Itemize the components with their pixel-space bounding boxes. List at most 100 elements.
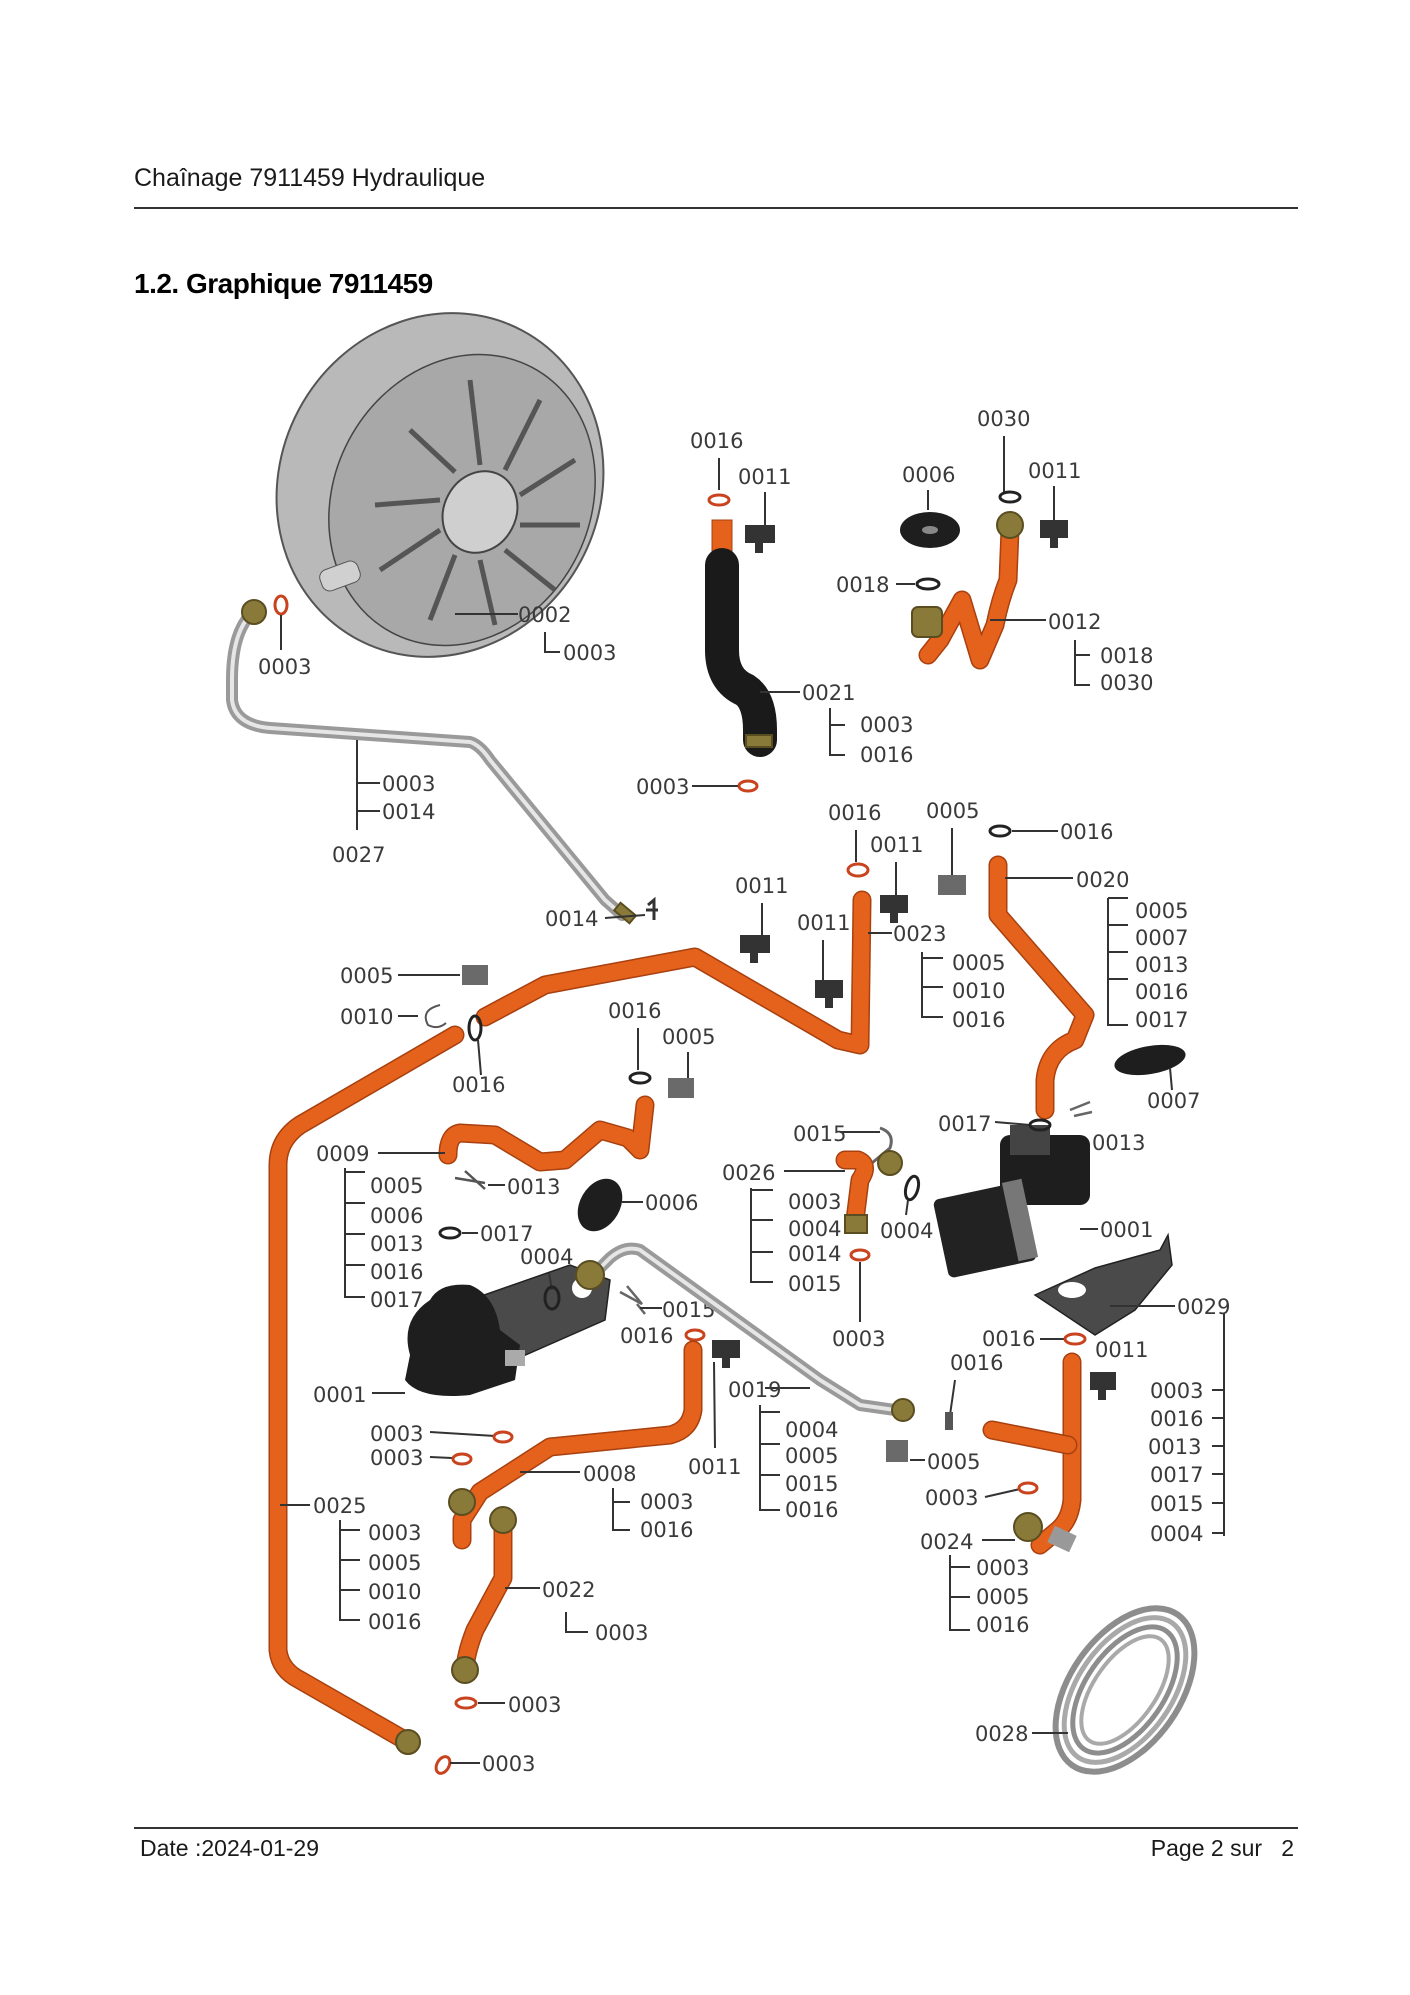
pipe-0020[interactable] xyxy=(988,855,1095,1120)
callout-0003[interactable]: 0003 xyxy=(258,655,311,679)
callout-0025-sub-0003[interactable]: 0003 xyxy=(368,1521,421,1545)
callout-0022-bottom-seal[interactable]: 0003 xyxy=(508,1693,561,1717)
callout-0023-sub-0016[interactable]: 0016 xyxy=(952,1008,1005,1032)
callout-0019-sub-0004[interactable]: 0004 xyxy=(785,1418,838,1442)
callout-pump-0013[interactable]: 0013 xyxy=(1092,1131,1145,1155)
callout-0002[interactable]: 0002 xyxy=(518,603,571,627)
callout-0001-left-seal[interactable]: 0004 xyxy=(520,1245,573,1269)
callout-0026-bottom-seal[interactable]: 0003 xyxy=(832,1327,885,1351)
callout-0024-clip[interactable]: 0011 xyxy=(1095,1338,1148,1362)
callout-0024-sub-0003[interactable]: 0003 xyxy=(976,1556,1029,1580)
callout-0020-sub-0007[interactable]: 0007 xyxy=(1135,926,1188,950)
callout-0023-top-seal[interactable]: 0016 xyxy=(828,801,881,825)
callout-0009-sub-0017[interactable]: 0017 xyxy=(370,1288,423,1312)
callout-0024-0005[interactable]: 0005 xyxy=(927,1450,980,1474)
callout-0024-sub-0005[interactable]: 0005 xyxy=(976,1585,1029,1609)
callout-0019[interactable]: 0019 xyxy=(728,1378,781,1402)
bracket-0029[interactable] xyxy=(1033,1232,1173,1336)
callout-0029-sub-0003[interactable]: 0003 xyxy=(1150,1379,1203,1403)
callout-0026-0015[interactable]: 0015 xyxy=(793,1122,846,1146)
pipe-0012[interactable] xyxy=(911,511,1024,670)
callout-0023-clip-0005[interactable]: 0005 xyxy=(926,799,979,823)
callout-0027-sub-0003[interactable]: 0003 xyxy=(382,772,435,796)
callout-0009-sub-0016[interactable]: 0016 xyxy=(370,1260,423,1284)
callout-0001-left-0016[interactable]: 0016 xyxy=(620,1324,673,1348)
callout-0001-left-seal-a[interactable]: 0003 xyxy=(370,1422,423,1446)
callout-0009-sub-0006[interactable]: 0006 xyxy=(370,1204,423,1228)
coil-0028[interactable] xyxy=(1027,1583,1223,1797)
callout-0018[interactable]: 0018 xyxy=(836,573,889,597)
callout-0007[interactable]: 0007 xyxy=(1147,1089,1200,1113)
callout-0020-sub-0005[interactable]: 0005 xyxy=(1135,899,1188,923)
flexible-hose-0027[interactable] xyxy=(226,599,638,925)
callout-joint-0010[interactable]: 0010 xyxy=(340,1005,393,1029)
callout-0019-sub-0005[interactable]: 0005 xyxy=(785,1444,838,1468)
callout-0026-seal[interactable]: 0004 xyxy=(880,1219,933,1243)
callout-pump-0001[interactable]: 0001 xyxy=(1100,1218,1153,1242)
callout-0023[interactable]: 0023 xyxy=(893,922,946,946)
callout-0026-sub-0003[interactable]: 0003 xyxy=(788,1190,841,1214)
callout-0021-sub-0016[interactable]: 0016 xyxy=(860,743,913,767)
callout-0002-sub-0003[interactable]: 0003 xyxy=(563,641,616,665)
valve-block-left[interactable] xyxy=(405,1264,611,1396)
callout-0019-sub-0016[interactable]: 0016 xyxy=(785,1498,838,1522)
callout-0020-top-seal[interactable]: 0016 xyxy=(1060,820,1113,844)
callout-0021-top-seal[interactable]: 0016 xyxy=(690,429,743,453)
callout-0026-sub-0014[interactable]: 0014 xyxy=(788,1242,841,1266)
callout-0024-sub-0016[interactable]: 0016 xyxy=(976,1613,1029,1637)
callout-0008-clip[interactable]: 0011 xyxy=(688,1455,741,1479)
callout-0009-top-seal[interactable]: 0016 xyxy=(608,999,661,1023)
callout-0026-sub-0004[interactable]: 0004 xyxy=(788,1217,841,1241)
callout-0024-seal[interactable]: 0003 xyxy=(925,1486,978,1510)
callout-0009-0013[interactable]: 0013 xyxy=(507,1175,560,1199)
callout-0001-left[interactable]: 0001 xyxy=(313,1383,366,1407)
callout-0009-0006[interactable]: 0006 xyxy=(645,1191,698,1215)
callout-0027-sub-0014[interactable]: 0014 xyxy=(382,800,435,824)
callout-0024[interactable]: 0024 xyxy=(920,1530,973,1554)
callout-0008[interactable]: 0008 xyxy=(583,1462,636,1486)
callout-0029-sub-0015[interactable]: 0015 xyxy=(1150,1492,1203,1516)
callout-0012-sub-0030[interactable]: 0030 xyxy=(1100,671,1153,695)
callout-0029-sub-0013[interactable]: 0013 xyxy=(1148,1435,1201,1459)
pump-0001[interactable] xyxy=(933,1125,1090,1278)
callout-0029[interactable]: 0029 xyxy=(1177,1295,1230,1319)
callout-0029-sub-0017[interactable]: 0017 xyxy=(1150,1463,1203,1487)
pipe-0023[interactable] xyxy=(475,890,872,1055)
callout-0029-sub-0016[interactable]: 0016 xyxy=(1150,1407,1203,1431)
callout-0021[interactable]: 0021 xyxy=(802,681,855,705)
callout-0009-clip[interactable]: 0005 xyxy=(662,1025,715,1049)
callout-0012-clip[interactable]: 0011 xyxy=(1028,459,1081,483)
callout-0025-bottom-seal[interactable]: 0003 xyxy=(482,1752,535,1776)
pipe-0022[interactable] xyxy=(451,1506,517,1684)
pipe-0026[interactable] xyxy=(835,1150,903,1234)
callout-0008-sub-0003[interactable]: 0003 xyxy=(640,1490,693,1514)
callout-0021-sub-0003[interactable]: 0003 xyxy=(860,713,913,737)
insulated-pipe-0021[interactable] xyxy=(705,519,777,757)
callout-0009-0017[interactable]: 0017 xyxy=(480,1222,533,1246)
pipe-0009[interactable] xyxy=(438,1095,655,1172)
callout-0020[interactable]: 0020 xyxy=(1076,868,1129,892)
pipe-0024[interactable] xyxy=(982,1352,1082,1555)
callout-0020-sub-0013[interactable]: 0013 xyxy=(1135,953,1188,977)
callout-pump-0017[interactable]: 0017 xyxy=(938,1112,991,1136)
callout-0023-sub-0010[interactable]: 0010 xyxy=(952,979,1005,1003)
callout-0020-sub-0017[interactable]: 0017 xyxy=(1135,1008,1188,1032)
callout-0026-sub-0015[interactable]: 0015 xyxy=(788,1272,841,1296)
callout-0028[interactable]: 0028 xyxy=(975,1722,1028,1746)
callout-0030[interactable]: 0030 xyxy=(977,407,1030,431)
callout-0014[interactable]: 0014 xyxy=(545,907,598,931)
callout-0001-left-seal-b[interactable]: 0003 xyxy=(370,1446,423,1470)
expansion-vessel[interactable] xyxy=(217,255,664,714)
callout-0012[interactable]: 0012 xyxy=(1048,610,1101,634)
callout-0022[interactable]: 0022 xyxy=(542,1578,595,1602)
pipe-0025[interactable] xyxy=(268,1025,465,1755)
callout-0009-sub-0005[interactable]: 0005 xyxy=(370,1174,423,1198)
callout-0023-clip-a[interactable]: 0011 xyxy=(870,833,923,857)
callout-0029-sub-0004[interactable]: 0004 xyxy=(1150,1522,1203,1546)
callout-0025[interactable]: 0025 xyxy=(313,1494,366,1518)
callout-0021-clip[interactable]: 0011 xyxy=(738,465,791,489)
callout-0008-sub-0016[interactable]: 0016 xyxy=(640,1518,693,1542)
callout-0025-sub-0005[interactable]: 0005 xyxy=(368,1551,421,1575)
flexible-hose-0019[interactable] xyxy=(575,1242,915,1422)
callout-0019-sub-0015[interactable]: 0015 xyxy=(785,1472,838,1496)
